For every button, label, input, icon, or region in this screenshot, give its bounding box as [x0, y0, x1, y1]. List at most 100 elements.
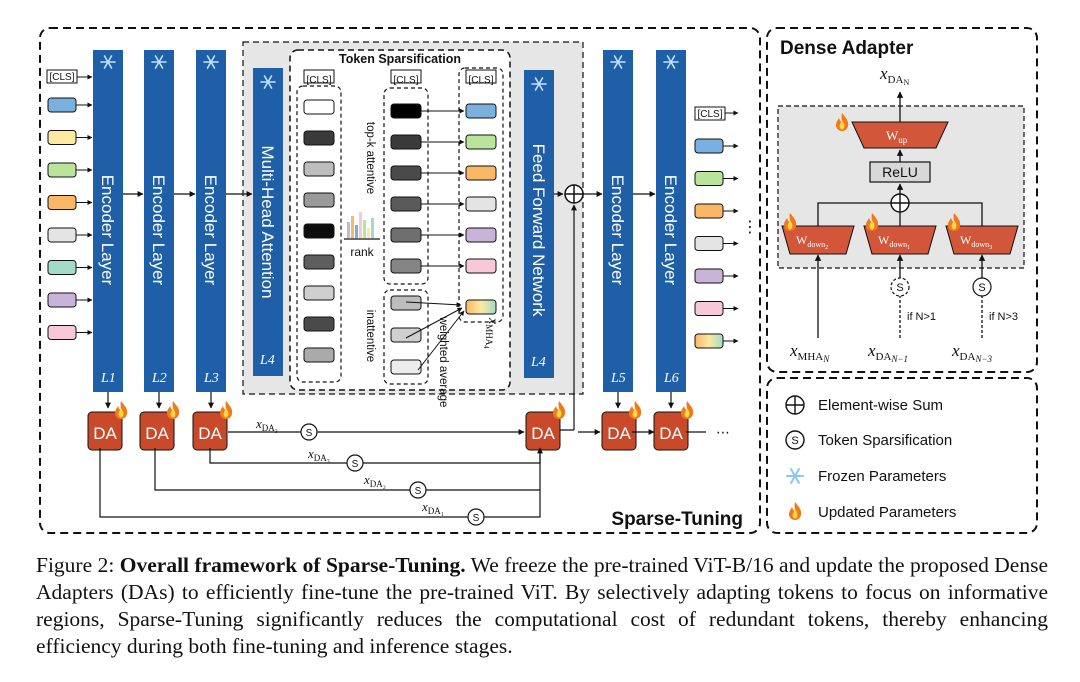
w-down-block: Wdown2: [781, 213, 855, 255]
merged-token: [465, 299, 497, 315]
da-block: DA: [601, 401, 642, 451]
kept-token: [465, 196, 497, 212]
s-node: S: [300, 423, 318, 441]
svg-text:S: S: [791, 435, 798, 447]
caption-bold: Overall framework of Sparse-Tuning.: [119, 553, 466, 577]
legend-frozen-label: Frozen Parameters: [818, 468, 946, 485]
ffn-layer-label: L4: [530, 355, 546, 370]
kept-token: [465, 227, 497, 243]
adapter-sum-node: [890, 193, 910, 213]
s-node: S: [467, 508, 485, 526]
ffn-label: Feed Forward Network: [529, 144, 548, 317]
attentive-token: [390, 134, 422, 150]
token-ellipsis: ⋮: [742, 219, 758, 236]
mha-token: [303, 285, 335, 301]
encoder-label: Encoder Layer: [98, 175, 117, 286]
svg-text:DA: DA: [93, 424, 117, 443]
output-token: [694, 301, 724, 316]
top-k-label: top-k attentive: [364, 122, 376, 194]
encoder-label: Encoder Layer: [608, 175, 627, 286]
svg-text:DA: DA: [659, 424, 683, 443]
input-token: [47, 260, 77, 275]
mha-token: [303, 316, 335, 332]
input-token: [47, 325, 77, 340]
if-n1-label: if N>1: [907, 311, 936, 323]
element-wise-sum-icon: [785, 395, 805, 415]
cls-attentive: [CLS]: [393, 75, 418, 86]
output-token: [694, 236, 724, 251]
cls-kept: [CLS]: [468, 75, 493, 86]
adapter-s-node-2: S: [972, 277, 992, 297]
da-block: DA: [525, 401, 566, 451]
da-flame-icon: [553, 401, 566, 419]
figure-caption: Figure 2: Overall framework of Sparse-Tu…: [36, 552, 1048, 660]
mha-token: [303, 130, 335, 146]
input-token: [47, 97, 77, 113]
layer-index-label: L1: [100, 371, 116, 386]
x-da3-bottom: xDA₃: [307, 446, 330, 463]
kept-token: [465, 134, 497, 150]
da-ellipsis: ⋯: [716, 424, 730, 440]
caption-text: We freeze the pre-trained ViT-B/16 and u…: [36, 553, 1049, 658]
x-da1: xDA₁: [421, 499, 444, 516]
sparse-tuning-title: Sparse-Tuning: [611, 509, 743, 530]
svg-text:DA: DA: [531, 424, 555, 443]
x-da3-top: xDA₃: [255, 416, 278, 433]
output-token: [694, 171, 724, 186]
da-block: DA: [192, 401, 233, 451]
output-token: [694, 268, 724, 284]
kept-token-column: [458, 67, 504, 323]
input-tokens: [47, 74, 93, 340]
output-merged-token: [694, 333, 724, 349]
mha-layer-label: L4: [259, 353, 275, 368]
adapter-input-da-n1: xDAN−1: [867, 341, 908, 364]
kept-tokens: [465, 69, 497, 315]
layer-index-label: L2: [151, 371, 167, 386]
x-da2: xDA₂: [363, 472, 386, 489]
inattentive-label: inattentive: [364, 310, 376, 362]
inattentive-token: [390, 327, 422, 343]
layer-index-label: L6: [663, 371, 679, 386]
attentive-token: [390, 165, 422, 181]
caption-prefix: Figure 2:: [36, 553, 120, 577]
mha-block: Multi-Head Attention L4: [253, 68, 283, 376]
element-wise-sum-node: [564, 184, 584, 204]
weighted-average-label: weighted average: [437, 316, 449, 408]
encoder-label: Encoder Layer: [201, 175, 220, 286]
svg-text:S: S: [415, 486, 422, 497]
da-block: DA: [87, 401, 128, 451]
svg-text:S: S: [306, 428, 313, 439]
output-token: [694, 138, 724, 154]
attentive-token: [390, 103, 422, 119]
sparse-tuning-frame: [39, 27, 761, 534]
kept-token: [465, 103, 497, 119]
w-down-block: Wdown1: [863, 213, 937, 255]
svg-text:DA: DA: [145, 424, 169, 443]
attentive-token: [390, 227, 422, 243]
if-n3-label: if N>3: [989, 311, 1018, 323]
input-token: [47, 195, 77, 210]
x-mha-label: xMHA4: [482, 317, 500, 349]
s-node: S: [346, 454, 364, 472]
adapter-output-label: xDAN: [879, 64, 909, 87]
svg-text:S: S: [978, 282, 985, 294]
kept-token: [465, 165, 497, 181]
inattentive-token: [390, 359, 422, 375]
sorted-tokens: [303, 69, 465, 375]
da-flame-icon: [115, 401, 128, 419]
legend: Element-wise Sum S Token Sparsification …: [785, 395, 956, 521]
encoder-label: Encoder Layer: [661, 175, 680, 286]
output-tokens: [694, 110, 739, 349]
token-sparsification-title: Token Sparsification: [339, 52, 461, 66]
legend-sparsification-label: Token Sparsification: [818, 432, 952, 449]
input-token: [47, 130, 77, 145]
relu-label: ReLU: [882, 164, 918, 180]
legend-updated-label: Updated Parameters: [818, 504, 956, 521]
layer-index-label: L3: [203, 371, 219, 386]
mha-label: Multi-Head Attention: [258, 145, 277, 298]
